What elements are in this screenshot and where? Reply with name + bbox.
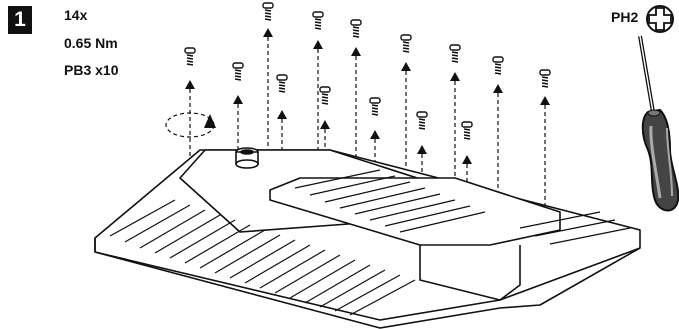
step-number: 1 — [14, 8, 26, 31]
screw-quantity: 14x — [64, 7, 88, 23]
screw-type: PB3 x10 — [64, 62, 119, 78]
screw-5 — [449, 44, 461, 195]
screw-13 — [416, 111, 428, 250]
screw-8 — [184, 47, 196, 195]
phillips-head-icon — [646, 5, 674, 33]
screw-7 — [539, 69, 551, 215]
screwdriver-icon — [638, 35, 679, 212]
tool-label: PH2 — [611, 9, 639, 25]
screw-3 — [350, 19, 362, 175]
screw-6 — [492, 56, 504, 205]
torque-value: 0.65 Nm — [64, 35, 118, 51]
heatsink-housing — [94, 147, 641, 329]
step-number-badge: 1 — [8, 6, 32, 34]
screw-1 — [262, 2, 274, 160]
screw-4 — [400, 34, 412, 185]
screw-2 — [312, 11, 324, 168]
rotation-indicator — [165, 112, 216, 138]
screws-group — [184, 2, 551, 262]
